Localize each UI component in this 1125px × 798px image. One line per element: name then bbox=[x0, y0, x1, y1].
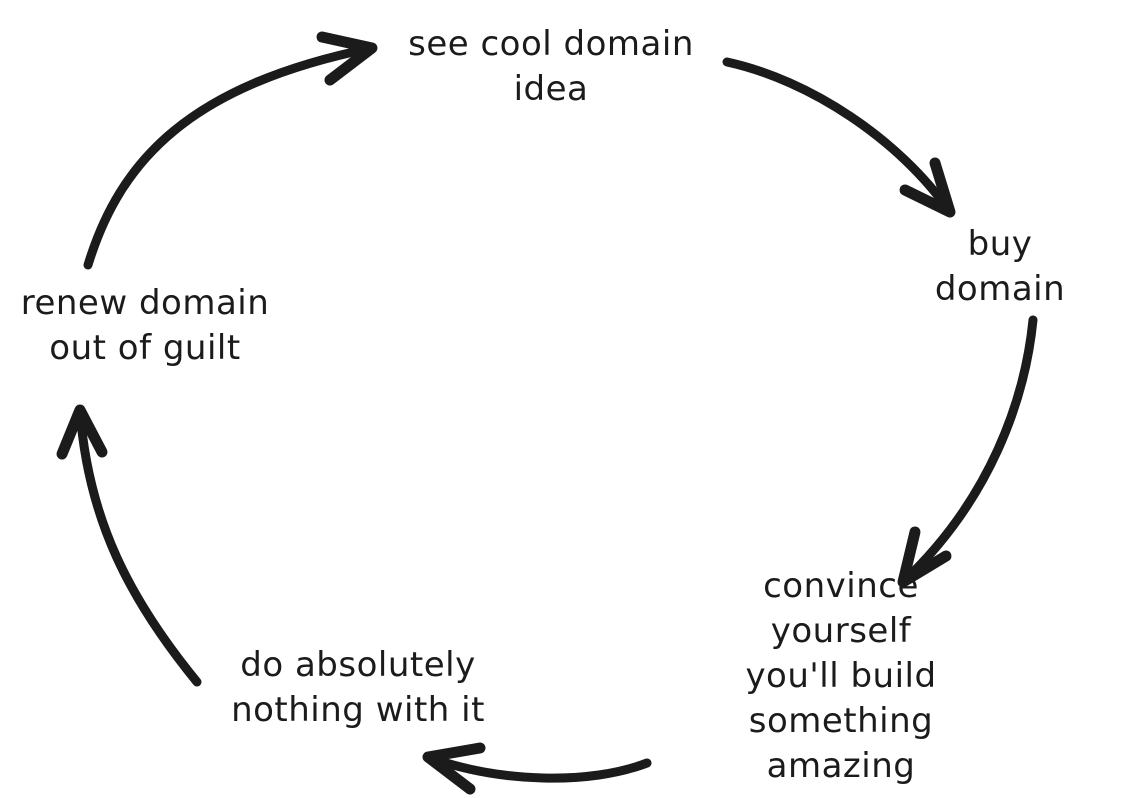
node-do-absolutely-nothing: do absolutely nothing with it bbox=[231, 645, 485, 730]
arrow-buy-domain-to-convince bbox=[897, 315, 1038, 588]
node-renew-domain: renew domain out of guilt bbox=[20, 283, 270, 368]
arrow-convince-to-do-nothing bbox=[422, 742, 652, 795]
arrow-do-nothing-to-renew bbox=[56, 404, 202, 687]
node-see-cool-domain-idea: see cool domain idea bbox=[408, 24, 694, 109]
arrow-renew-domain-to-see-idea bbox=[83, 31, 378, 270]
arrow-see-idea-to-buy-domain bbox=[722, 57, 956, 218]
node-convince-yourself: convince yourself you'll build something… bbox=[745, 565, 937, 786]
node-buy-domain: buy domain bbox=[934, 224, 1066, 309]
